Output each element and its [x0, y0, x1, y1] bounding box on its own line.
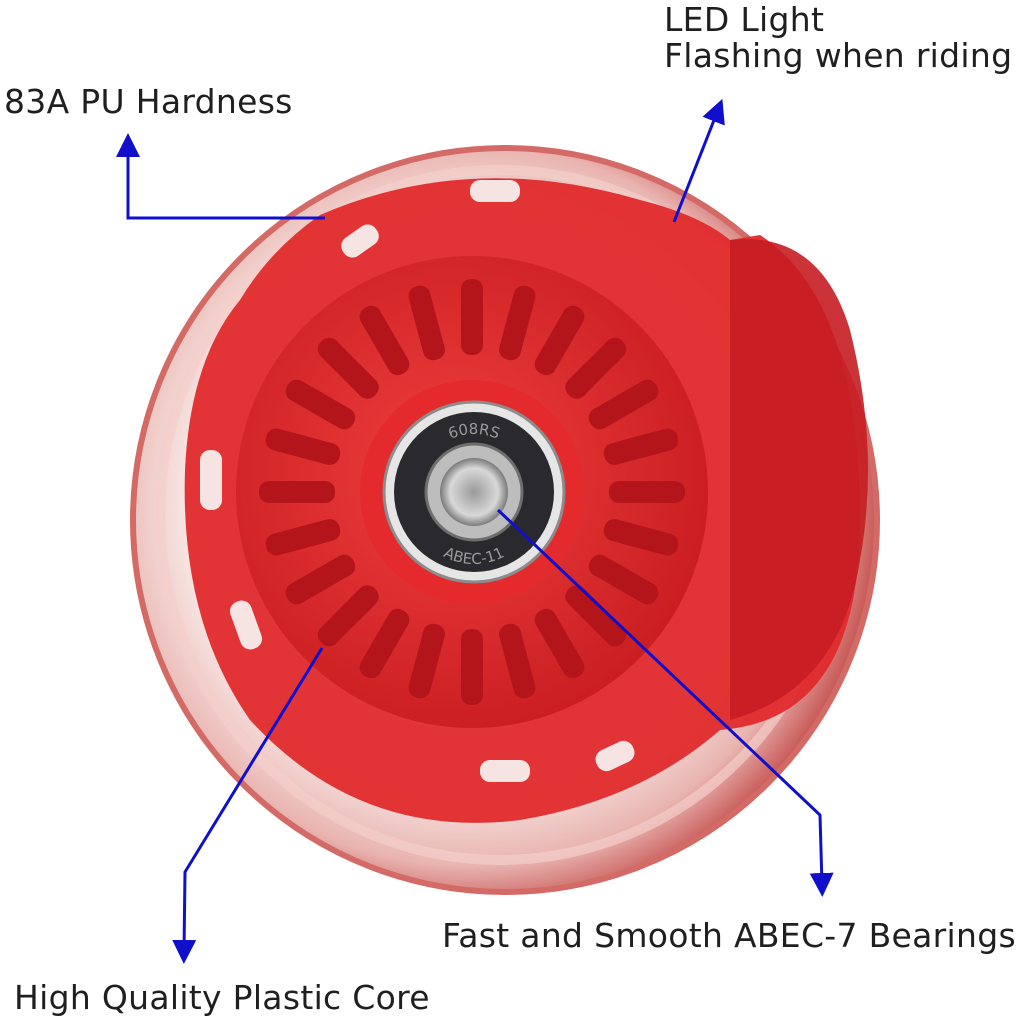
pu-hardness-label: 83A PU Hardness	[4, 82, 293, 121]
wheel: 608RS ABEC-11	[130, 145, 880, 895]
hub-spoke-slot	[565, 585, 627, 647]
flange-slot	[595, 740, 635, 772]
plastic-core-label: High Quality Plastic Core	[14, 978, 430, 1017]
hub-spoke-slot	[588, 554, 659, 605]
flange-slot	[341, 224, 379, 258]
callout-arrows	[116, 98, 834, 964]
flange-slot	[480, 760, 530, 782]
hub-spoke-slot	[359, 305, 410, 376]
pu-hardness-arrow	[116, 133, 325, 220]
flange-slot	[470, 180, 520, 202]
core-arrow	[172, 647, 324, 964]
hub-spoke-slot	[565, 337, 627, 399]
hub-spoke-slot	[534, 608, 585, 679]
hub-spoke-slot	[317, 585, 379, 647]
hub-spoke-slot	[317, 337, 379, 399]
hub-spoke-slot	[408, 285, 445, 361]
hub-spoke-slot	[461, 629, 483, 705]
hub-spoke-slot	[359, 608, 410, 679]
hub-spoke-slot	[499, 623, 536, 699]
bearing-marking-top: 608RS	[446, 420, 503, 443]
hub-spoke-slot	[259, 481, 335, 503]
flange-slot	[229, 600, 263, 650]
led-light-label-line1: LED Light	[664, 0, 825, 39]
led-light-label-line2: Flashing when riding	[664, 36, 1013, 76]
hub-spoke-slot	[461, 279, 483, 355]
hub-spoke-slot	[265, 428, 341, 465]
hub-spoke-slot	[499, 285, 536, 361]
flange-slot	[200, 450, 222, 510]
bearing-bore	[440, 458, 508, 526]
hub-spoke-slot	[408, 623, 445, 699]
hub-spoke-slot	[603, 519, 679, 556]
led-light-label: LED Light Flashing when riding	[664, 0, 1013, 76]
hub-spoke-slot	[534, 305, 585, 376]
hub-spoke-slot	[285, 554, 356, 605]
hub-spokes	[259, 279, 685, 705]
hub-spoke-slot	[603, 428, 679, 465]
hub-spoke-slot	[609, 481, 685, 503]
bearings-label: Fast and Smooth ABEC-7 Bearings	[442, 916, 1016, 955]
hub-spoke-slot	[265, 519, 341, 556]
led-arrow	[672, 98, 725, 223]
bearing-arrow	[496, 508, 834, 897]
hub-spoke-slot	[285, 379, 356, 430]
hub-spoke-slot	[588, 379, 659, 430]
led-module	[730, 239, 868, 720]
